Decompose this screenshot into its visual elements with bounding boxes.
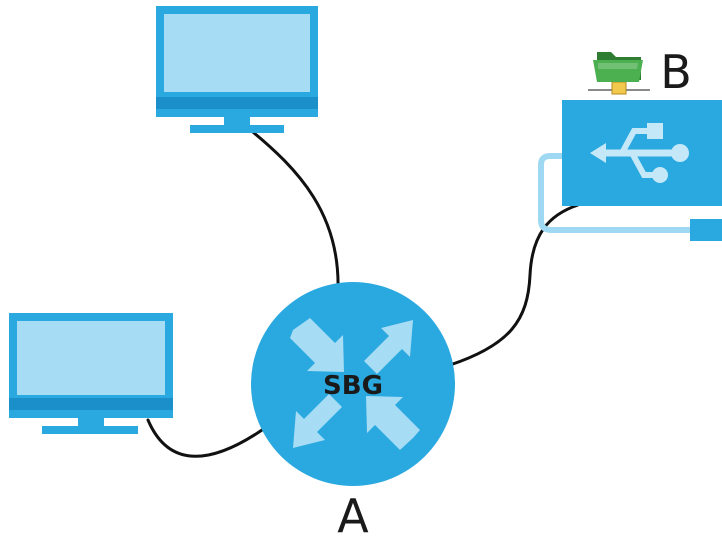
usb-plug — [690, 219, 722, 241]
cable-usb-storage — [448, 203, 580, 367]
monitor-icon — [156, 6, 318, 133]
cable-left-monitor — [146, 418, 264, 458]
usb-symbol-icon — [590, 123, 689, 183]
cable-top-monitor — [246, 126, 340, 292]
label-b: B — [660, 45, 692, 99]
usb-storage-icon — [538, 100, 722, 241]
monitor-icon — [9, 313, 173, 434]
router-arrows — [290, 318, 420, 450]
label-a: A — [337, 489, 369, 536]
usb-cable — [538, 153, 694, 233]
hub-label: SBG — [323, 371, 383, 401]
router-icon: SBG — [251, 282, 455, 486]
cables — [146, 126, 580, 458]
shared-folder-icon — [588, 52, 650, 95]
